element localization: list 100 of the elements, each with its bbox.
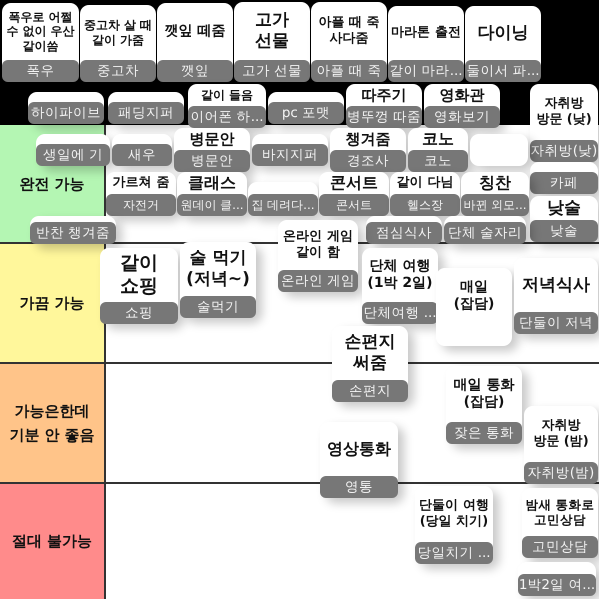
activity-card [234,2,310,82]
activity-card [522,488,598,558]
activity-card [408,128,468,172]
activity-card [108,92,184,124]
activity-card [320,422,398,498]
tier-label: 절대 불가능 [0,483,104,599]
tag-chip: 경조사 [330,150,406,172]
activity-card [112,134,172,166]
card-title: 영상통화 [327,439,391,459]
tag-chip: 코노 [408,150,468,172]
card-title: 따주기 [362,86,406,104]
activity-card [390,172,460,216]
activity-card [444,216,526,244]
activity-card [465,6,541,82]
card-title: 폭우로 어쩔 수 없이 우산 같이씀 [5,10,76,54]
tag-chip: 반찬 챙겨줌 [30,222,116,244]
tag-chip: 온라인 게임 [278,270,358,292]
tag-chip: 자전거 [106,194,176,216]
tag-chip: 같이 마라... [388,60,464,82]
card-title: 코노 [422,129,454,149]
activity-card [461,172,529,216]
tag-chip: 고가 선물 [234,60,310,82]
activity-card [30,216,116,244]
tag-chip: 손편지 [332,380,408,402]
tag-chip: 1박2일 여... [518,574,596,596]
tag-chip: 병문안 [174,150,250,172]
tag-chip: 카페 [530,172,598,194]
tag-chip: 아플 때 죽 [311,60,387,82]
activity-card [330,128,406,172]
tag-chip: pc 포맷 [268,102,344,124]
activity-card [424,84,500,128]
card-title: 고가 선물 [254,10,290,52]
tag-chip: 새우 [112,144,172,166]
tag-chip: 당일치기 ... [415,542,493,564]
tag-chip: 병뚜껑 따줌 [346,106,422,128]
tag-chip: 패딩지퍼 [108,102,184,124]
card-title: 자취방 방문 (밤) [532,418,590,450]
tag-chip: 헬스장 [390,194,460,216]
activity-card [518,562,596,596]
card-title: 클래스 [188,173,236,193]
activity-card [446,366,522,444]
card-title: 저녁식사 [522,274,590,296]
tag-chip: 영화보기 [424,106,500,128]
activity-card [268,92,344,124]
activity-card [524,406,598,484]
card-title: 챙겨줌 [346,130,390,148]
tag-chip: 술먹기 [180,296,256,318]
activity-card [436,268,512,346]
card-title: 콘서트 [330,173,378,193]
card-title: 아플 때 죽 사다줌 [317,15,381,47]
activity-card [346,84,422,128]
activity-card [174,128,250,172]
activity-card [2,3,79,82]
card-title: 온라인 게임 같이 함 [282,229,354,261]
activity-card [415,486,493,564]
activity-card [366,216,442,244]
tag-chip: 잦은 통화 [446,422,522,444]
activity-card [252,134,328,166]
card-title: 손편지 써줌 [344,332,396,374]
activity-card [332,326,408,402]
card-title: 매일 통화 (잡담) [452,376,516,412]
card-title: 같이 들음 [200,88,254,102]
activity-card [248,182,318,216]
card-title: 다이닝 [478,22,528,44]
tag-chip: 단체여행 ... [362,302,438,324]
tag-chip: 바지지퍼 [252,144,328,166]
tag-chip: 중고차 [80,60,156,82]
card-title: 단둘이 여행 (당일 치기) [418,498,490,530]
activity-card [362,248,438,324]
tag-chip: 쇼핑 [100,302,178,324]
tag-chip: 하이파이브 [28,102,104,124]
tier-label: 가끔 가능 [0,243,104,363]
activity-card [311,2,387,82]
card-title: 병문안 [190,130,234,148]
activity-card [530,162,598,194]
tag-chip: 바뀐 외모... [461,194,529,216]
tag-chip: 낮술 [530,220,598,242]
card-title: 자취방 방문 (낮) [535,96,593,128]
card-title: 가르쳐 줌 [112,175,170,191]
activity-card [180,242,256,318]
tag-chip: 집 데려다... [248,194,318,216]
card-title: 술 먹기 (저녁~) [185,248,251,290]
tag-chip: 단체 술자리 [444,222,526,244]
activity-card [470,134,528,166]
card-title: 깻잎 떼줌 [164,22,226,40]
activity-card [319,172,389,216]
activity-card [100,248,178,324]
tag-chip: 콘서트 [319,194,389,216]
card-title: 같이 다님 [396,175,454,191]
activity-card [177,172,247,216]
tag-chip: 자취방(낮) [530,140,598,162]
activity-card [278,220,358,292]
activity-card [530,84,598,162]
tag-chip: 자취방(밤) [524,462,598,484]
activity-card [388,6,464,82]
tag-chip: 둘이서 파... [465,60,541,82]
activity-card [106,172,176,216]
card-title: 마라톤 출전 [391,25,461,41]
activity-card [514,258,598,334]
card-title: 매일 (잡담) [452,278,496,314]
